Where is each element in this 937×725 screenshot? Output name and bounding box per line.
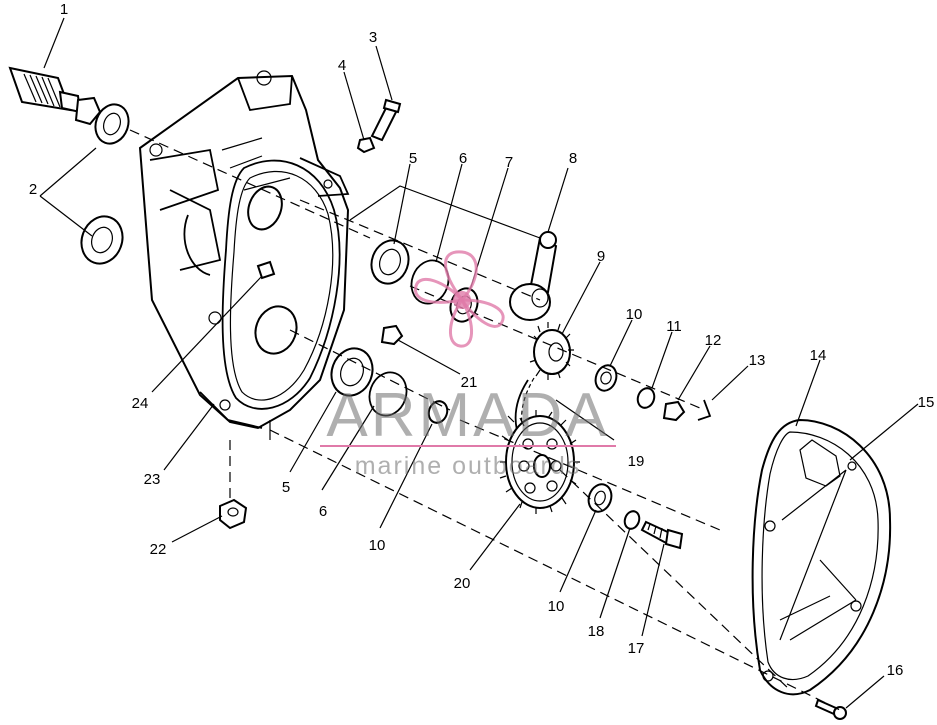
nut-part-22 (219, 498, 248, 530)
callout-10-a: 10 (626, 306, 643, 323)
nut-part-12 (662, 400, 686, 422)
callout-24: 24 (132, 395, 149, 412)
bolt-part-24 (256, 260, 276, 280)
callout-15: 15 (918, 394, 935, 411)
callout-11: 11 (666, 318, 682, 335)
callout-17: 17 (628, 640, 645, 657)
sprocket-part-9 (529, 322, 574, 380)
nut-washer-upper (74, 96, 130, 145)
callout-19: 19 (628, 453, 645, 470)
shaft-part-1 (8, 66, 82, 114)
callout-10-c: 10 (548, 598, 565, 615)
callout-6-lower: 6 (319, 503, 327, 520)
washer-part-10-b (427, 400, 449, 424)
sprocket-part-20 (499, 410, 580, 514)
callout-23: 23 (144, 471, 161, 488)
watermark-brand: ARMADA (326, 381, 609, 450)
bolt-part-3 (370, 98, 402, 142)
callout-5-upper: 5 (409, 150, 417, 167)
ring-part-6-lower (368, 371, 408, 417)
callout-18: 18 (588, 623, 605, 640)
cover-part-14 (751, 418, 892, 696)
nut-part-21 (380, 324, 404, 346)
callout-6-upper: 6 (459, 150, 467, 167)
armada-watermark: ARMADA marine outboards (320, 250, 616, 480)
callout-7: 7 (505, 154, 513, 171)
callout-labels: 1 2 3 4 5 6 7 8 9 10 11 12 13 14 15 16 1… (29, 1, 935, 679)
callout-4: 4 (338, 57, 346, 74)
callout-21: 21 (461, 374, 478, 391)
bolt-part-17 (640, 520, 684, 550)
callout-8: 8 (569, 150, 577, 167)
propeller-logo-icon (413, 250, 505, 348)
callout-5-lower: 5 (282, 479, 290, 496)
callout-9: 9 (597, 248, 605, 265)
callout-13: 13 (749, 352, 766, 369)
washer-part-11 (636, 387, 656, 409)
callout-22: 22 (150, 541, 167, 558)
bearing-part-5-upper (370, 239, 410, 285)
bolt-part-16 (814, 698, 847, 720)
seal-lower (80, 215, 124, 265)
callout-20: 20 (454, 575, 471, 592)
callout-14: 14 (810, 347, 827, 364)
callout-12: 12 (705, 332, 722, 349)
leader-lines (39, 17, 919, 709)
callout-3: 3 (369, 29, 377, 46)
bearing-part-5-lower (330, 347, 374, 397)
cotter-pin-part-13 (697, 399, 712, 421)
washer-part-18 (623, 510, 641, 530)
callout-2: 2 (29, 181, 37, 198)
callout-1: 1 (60, 1, 68, 18)
callout-10-b: 10 (369, 537, 386, 554)
callout-16: 16 (887, 662, 904, 679)
tensioner-arm-part-8 (509, 231, 558, 321)
nut-part-4 (356, 136, 376, 154)
watermark-tagline: marine outboards (355, 452, 582, 480)
housing-part-23 (138, 70, 350, 430)
